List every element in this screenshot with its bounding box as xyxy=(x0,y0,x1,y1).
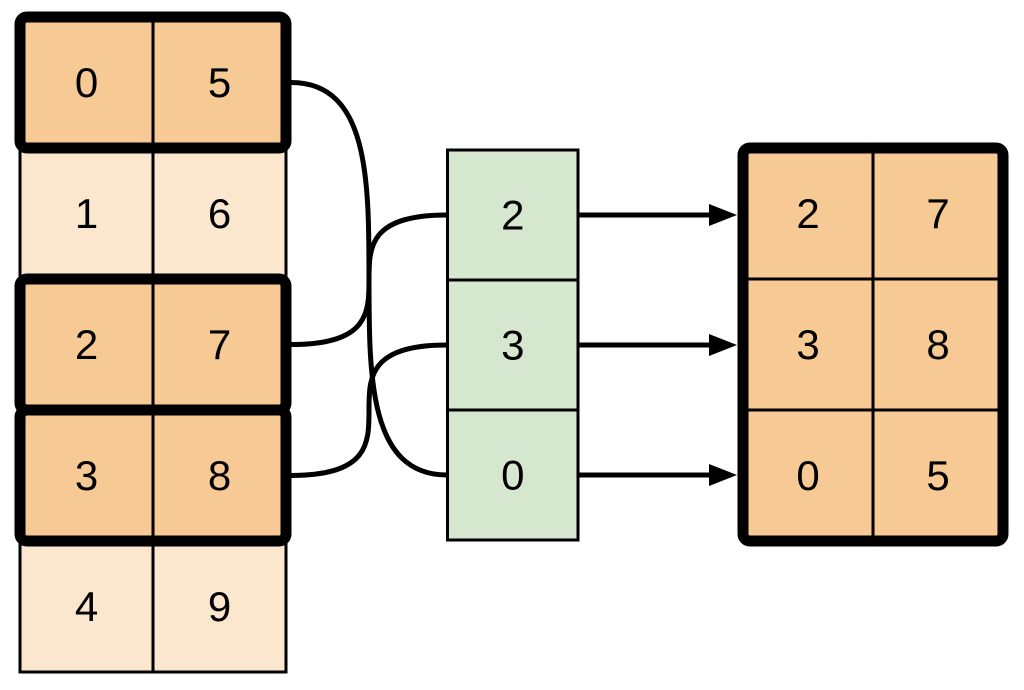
result-cell-value: 8 xyxy=(926,321,949,368)
source-cell-r4c0 xyxy=(18,539,155,674)
highlight-outline-row0 xyxy=(14,11,292,154)
result-cell-value: 0 xyxy=(796,452,819,499)
source-table: 0 5 1 6 2 7 3 8 4 9 xyxy=(14,11,292,674)
result-cell-r2c0 xyxy=(741,408,875,543)
source-cell-value: 0 xyxy=(75,59,98,106)
index-column: 2 3 0 xyxy=(446,148,580,542)
index-cell-2 xyxy=(446,408,580,542)
source-cell-value: 8 xyxy=(208,452,231,499)
source-cell-value: 6 xyxy=(208,190,231,237)
source-cell-r3c1 xyxy=(151,408,288,543)
source-cell-r1c0 xyxy=(18,146,155,281)
result-cell-value: 3 xyxy=(796,321,819,368)
result-cell-value: 5 xyxy=(926,452,949,499)
index-cell-value: 2 xyxy=(501,192,524,239)
source-cell-value: 3 xyxy=(75,452,98,499)
index-cell-value: 0 xyxy=(501,452,524,499)
result-table: 2 7 3 8 0 5 xyxy=(737,142,1009,547)
index-cell-0 xyxy=(446,148,580,282)
result-table-outline xyxy=(737,142,1009,547)
arrow-head-row0 xyxy=(709,204,737,226)
source-cell-r0c0 xyxy=(18,15,155,150)
arrow-head-row1 xyxy=(709,334,737,356)
result-cell-value: 2 xyxy=(796,190,819,237)
index-cell-value: 3 xyxy=(501,322,524,369)
source-cell-value: 2 xyxy=(75,321,98,368)
index-to-result-arrows xyxy=(578,204,737,486)
curve-source-row3-to-index-3 xyxy=(290,342,448,478)
result-cell-r2c1 xyxy=(871,408,1005,543)
highlight-outline-row3 xyxy=(14,404,292,547)
source-cell-value: 5 xyxy=(208,59,231,106)
source-cell-value: 1 xyxy=(75,190,98,237)
source-cell-value: 9 xyxy=(208,583,231,630)
arrow-head-row2 xyxy=(709,464,737,486)
result-cell-value: 7 xyxy=(926,190,949,237)
curve-source-row2-to-index-2 xyxy=(290,212,448,347)
source-cell-value: 4 xyxy=(75,583,98,630)
source-cell-value: 7 xyxy=(208,321,231,368)
source-to-index-links xyxy=(290,80,448,478)
